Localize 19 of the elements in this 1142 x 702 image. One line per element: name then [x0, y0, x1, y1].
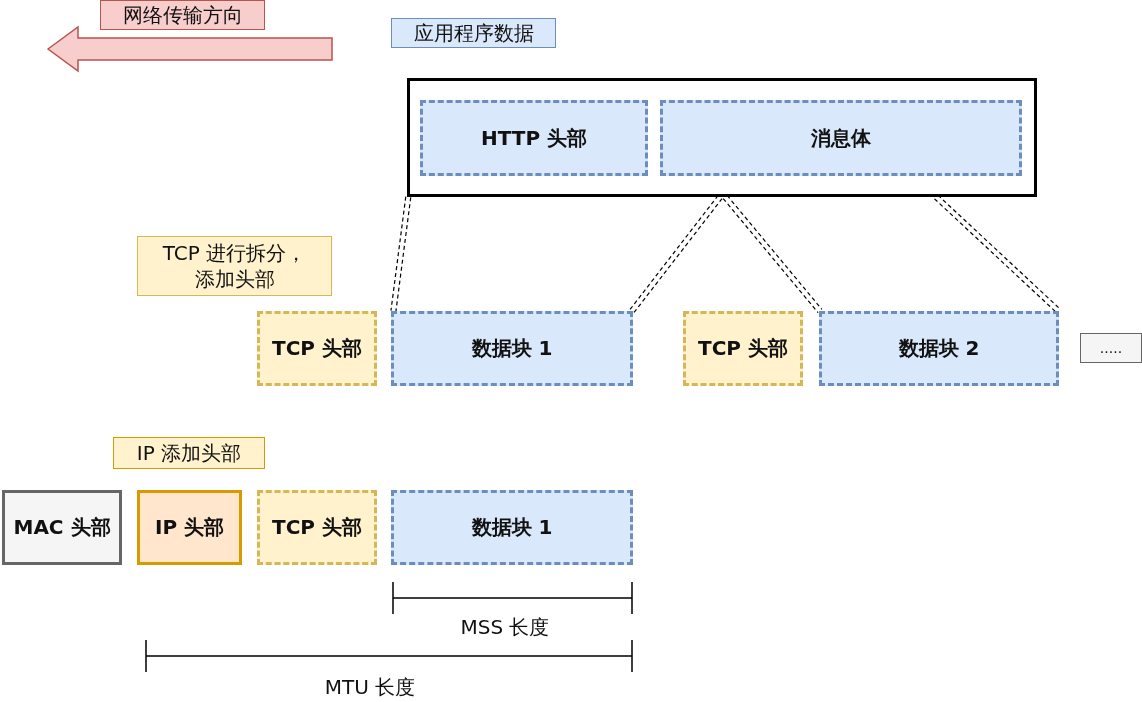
header-box: MAC 头部 [2, 490, 122, 565]
header-box: TCP 头部 [257, 490, 377, 565]
title-label: 应用程序数据 [391, 18, 556, 48]
data-block-box: 数据块 1 [391, 311, 633, 386]
body-box: 消息体 [660, 100, 1022, 176]
dimension-label: MTU 长度 [324, 673, 416, 701]
data-block-box: 数据块 2 [819, 311, 1059, 386]
data-block-box: 数据块 1 [391, 490, 633, 565]
header-box: IP 头部 [137, 490, 242, 565]
note-label: IP 添加头部 [113, 437, 265, 469]
header-box: HTTP 头部 [420, 100, 648, 176]
header-box: TCP 头部 [683, 311, 803, 386]
header-box: TCP 头部 [257, 311, 377, 386]
projection-line [390, 196, 412, 312]
packet-frame [407, 78, 1037, 197]
note-label: TCP 进行拆分，添加头部 [137, 236, 332, 296]
dimension-label: MSS 长度 [460, 613, 550, 641]
ellipsis-box: ..... [1080, 333, 1142, 363]
direction-label: 网络传输方向 [100, 0, 265, 30]
